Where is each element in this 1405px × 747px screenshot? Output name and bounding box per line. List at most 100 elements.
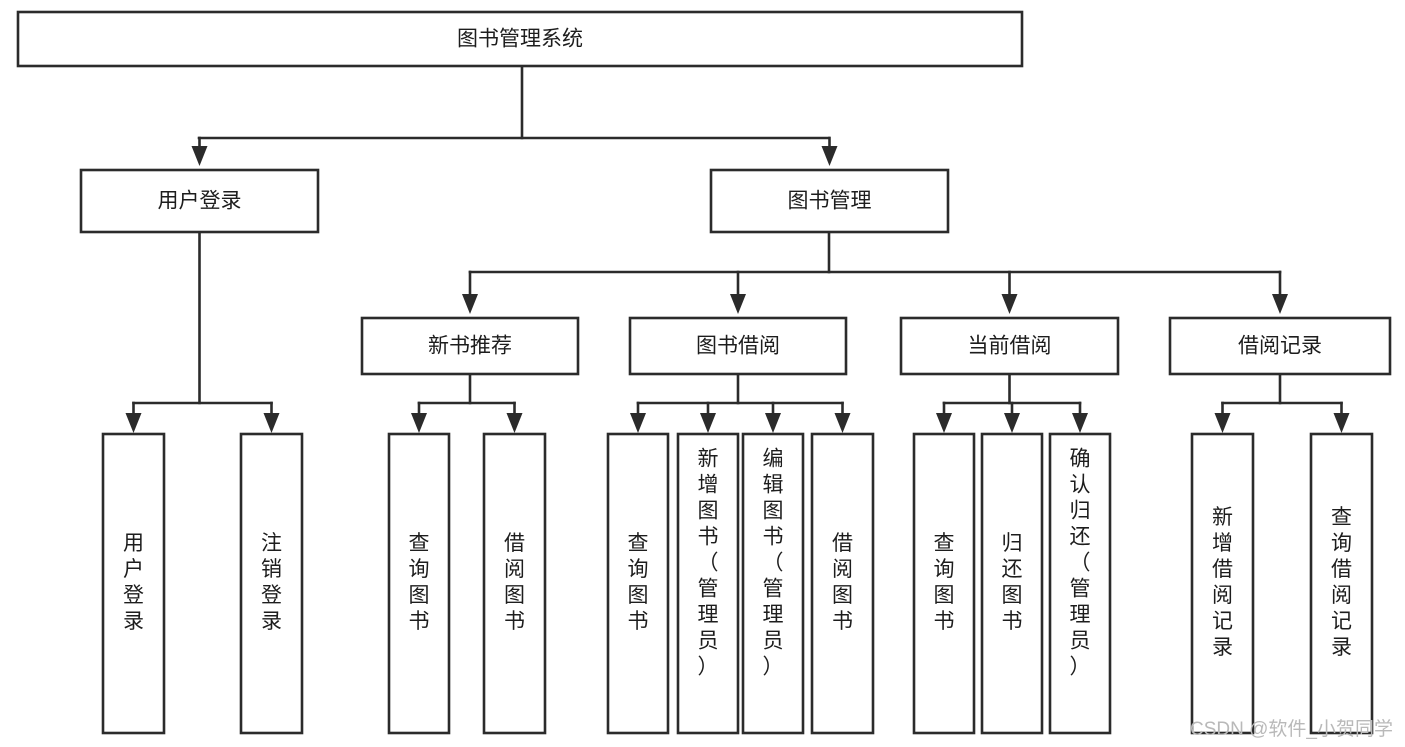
node-label: 当前借阅 <box>968 335 1052 358</box>
node-box[interactable] <box>79 168 320 234</box>
node-label-char: 增 <box>1212 532 1233 555</box>
node-label-char: 户 <box>123 558 144 581</box>
node-box[interactable] <box>1168 316 1392 376</box>
node-undefined[interactable]: 图书管理系统 <box>16 10 1024 68</box>
node-label-char: 登 <box>261 584 282 607</box>
node-label-char: ） <box>1070 656 1091 679</box>
node-label-char: 辑 <box>763 474 784 497</box>
node-box[interactable] <box>741 432 805 735</box>
node-label-char: 编 <box>763 448 784 471</box>
node-label-char: 还 <box>1070 526 1091 549</box>
node-label-char: 销 <box>261 558 282 581</box>
node-label: 新书推荐 <box>428 335 512 358</box>
node-label-char: 查 <box>628 532 649 555</box>
node-box[interactable] <box>16 10 1024 68</box>
node-leaf-user-login[interactable]: 用户登录 <box>101 432 166 735</box>
node-label-char: 阅 <box>504 558 525 581</box>
arrow-head-icon <box>765 413 781 433</box>
node-book-borrow[interactable]: 图书借阅 <box>628 316 848 376</box>
node-label-char: 管 <box>698 578 719 601</box>
node-user-login[interactable]: 用户登录 <box>79 168 320 234</box>
node-layer: 图书管理系统用户登录图书管理新书推荐图书借阅当前借阅借阅记录用户登录注销登录查询… <box>16 10 1392 735</box>
node-label: 用户登录 <box>158 190 242 213</box>
arrow-head-icon <box>730 294 746 314</box>
node-label-char: 询 <box>1331 532 1352 555</box>
node-label: 图书借阅 <box>696 335 780 358</box>
node-box[interactable] <box>628 316 848 376</box>
arrow-head-icon <box>1272 294 1288 314</box>
node-label-char: 注 <box>261 532 282 555</box>
arrow-head-icon <box>263 413 280 433</box>
node-box[interactable] <box>709 168 950 234</box>
node-box[interactable] <box>912 432 976 735</box>
node-box[interactable] <box>810 432 875 735</box>
node-box[interactable] <box>899 316 1120 376</box>
node-label-char: 书 <box>698 526 719 549</box>
arrow-head-icon <box>630 413 646 433</box>
node-box[interactable] <box>980 432 1044 735</box>
node-book-management[interactable]: 图书管理 <box>709 168 950 234</box>
node-box[interactable] <box>360 316 580 376</box>
node-box[interactable] <box>676 432 740 735</box>
arrow-head-icon <box>834 413 851 433</box>
node-box[interactable] <box>1048 432 1112 735</box>
node-box[interactable] <box>482 432 547 735</box>
node-box[interactable] <box>101 432 166 735</box>
node-label-char: 增 <box>698 474 719 497</box>
node-label-char: 图 <box>504 584 525 607</box>
node-box[interactable] <box>1309 432 1374 735</box>
node-box[interactable] <box>606 432 670 735</box>
node-label-char: 书 <box>1002 610 1023 633</box>
node-label-char: 记 <box>1212 610 1233 633</box>
node-label-char: 录 <box>261 610 282 633</box>
node-label-char: 图 <box>934 584 955 607</box>
node-label-char: 阅 <box>1331 584 1352 607</box>
node-box[interactable] <box>239 432 304 735</box>
node-new-book-recommend[interactable]: 新书推荐 <box>360 316 580 376</box>
node-box[interactable] <box>1190 432 1255 735</box>
node-label-char: 图 <box>832 584 853 607</box>
node-label-char: 查 <box>934 532 955 555</box>
node-label-char: 理 <box>698 604 719 627</box>
node-label-char: 用 <box>123 532 144 555</box>
node-label-char: 归 <box>1002 532 1023 555</box>
arrow-head-icon <box>462 294 478 314</box>
node-label-char: 图 <box>1002 584 1023 607</box>
node-label-char: 录 <box>1331 636 1352 659</box>
node-label-char: 借 <box>1212 558 1233 581</box>
node-current-borrow[interactable]: 当前借阅 <box>899 316 1120 376</box>
node-label-char: 查 <box>1331 506 1352 529</box>
node-label-char: 管 <box>763 578 784 601</box>
arrow-head-icon <box>700 413 716 433</box>
node-label-char: 图 <box>409 584 430 607</box>
arrow-head-icon <box>1333 413 1350 433</box>
node-label-char: 询 <box>628 558 649 581</box>
node-borrow-record[interactable]: 借阅记录 <box>1168 316 1392 376</box>
node-label-char: 理 <box>763 604 784 627</box>
arrow-head-icon <box>1001 294 1018 314</box>
arrow-head-icon <box>125 413 142 433</box>
node-label-char: 图 <box>628 584 649 607</box>
node-label-char: 询 <box>409 558 430 581</box>
node-label-char: 图 <box>698 500 719 523</box>
arrow-head-icon <box>1214 413 1231 433</box>
node-label-char: 书 <box>934 610 955 633</box>
node-label-char: 登 <box>123 584 144 607</box>
arrow-head-icon <box>1004 413 1020 433</box>
node-label-char: 借 <box>504 532 525 555</box>
node-box[interactable] <box>387 432 451 735</box>
node-label-char: 阅 <box>1212 584 1233 607</box>
